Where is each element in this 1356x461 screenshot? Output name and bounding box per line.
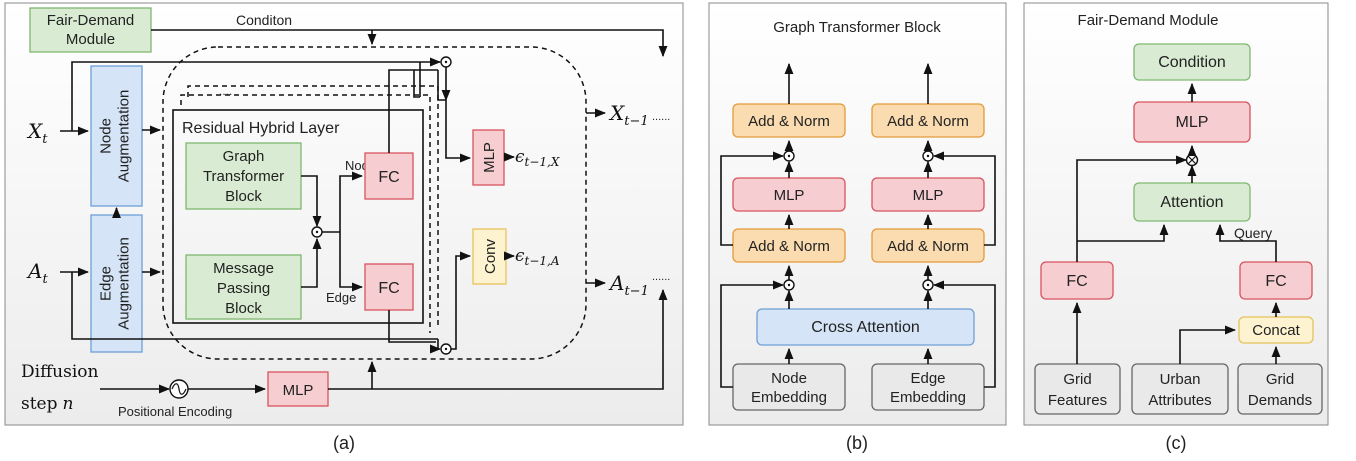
a-residual-line (71, 272, 438, 340)
to-conv-arrow (451, 251, 472, 350)
mlp-left-label: MLP (774, 187, 805, 204)
svg-text:Node: Node (98, 118, 115, 154)
query-label: Query (1234, 225, 1272, 241)
condition-arrow (151, 29, 668, 58)
mlp-x-box (472, 129, 505, 186)
svg-text:Augmentation: Augmentation (116, 90, 133, 183)
edge-augmentation-box (90, 214, 143, 353)
graph-transformer-block-box (185, 142, 302, 210)
mlp-x-label: MLP (481, 142, 498, 173)
add-norm-bottom-left-label: Add & Norm (748, 238, 830, 255)
conv-box (472, 228, 507, 285)
grid-demands-box (1237, 363, 1323, 415)
cross-attention-label: Cross Attention (811, 319, 920, 336)
condition-label: Conditon (236, 12, 292, 28)
svg-text:Augmentation: Augmentation (116, 237, 133, 330)
stacked-layer-3 (187, 85, 439, 326)
mlp-step-box (267, 371, 329, 407)
fdm-title: Fair-Demand Module (1078, 12, 1219, 29)
output-x: Xt−1 (608, 101, 649, 129)
grid-demands-label-1: Grid (1266, 371, 1294, 388)
mpb-to-sum-arrow (301, 237, 322, 288)
add-norm-top-right-label: Add & Norm (887, 113, 969, 130)
layer-dots: .... (219, 84, 232, 98)
sum-to-fc-edge-arrow (339, 232, 364, 292)
fc-node-box (364, 152, 414, 200)
x-residual-line (71, 61, 430, 131)
panel-b-background (708, 2, 1007, 426)
to-mlp-arrow (445, 100, 472, 163)
input-x-t: Xt (26, 119, 48, 147)
positional-encoding-label: Positional Encoding (118, 404, 232, 419)
urban-attributes-label-2: Attributes (1148, 392, 1211, 409)
mpb-label-2: Passing (217, 280, 270, 297)
fair-demand-module-box (29, 7, 152, 53)
output-a: At−1 (608, 271, 649, 299)
panel-a: .... Residual Hybrid Layer Fair-Demand M… (4, 2, 684, 453)
caption-c: (c) (1166, 433, 1187, 453)
edge-embedding-label-1: Edge (910, 370, 945, 387)
fc-c-left-label: FC (1066, 273, 1087, 290)
edge-embedding-label-2: Embedding (890, 389, 966, 406)
gtb-label-2: Transformer (203, 168, 284, 185)
node-augmentation-box (90, 65, 143, 207)
condition-box (1133, 43, 1251, 81)
fair-demand-label-2: Module (66, 31, 115, 48)
message-passing-block-box (185, 254, 302, 320)
mpb-label-1: Message (213, 260, 274, 277)
svg-text:Edge: Edge (98, 266, 115, 301)
fair-demand-label-1: Fair-Demand (47, 12, 135, 29)
grid-demands-label-2: Demands (1248, 392, 1312, 409)
fc-edge-out-line (388, 310, 436, 343)
conv-label: Conv (482, 238, 499, 274)
attention-label: Attention (1160, 194, 1223, 211)
cross-attention-box (756, 308, 975, 346)
condition-box-label: Condition (1158, 54, 1226, 71)
fc-c-right-label: FC (1265, 273, 1286, 290)
panel-b: Graph Transformer Block Add & Norm MLP A… (708, 2, 1007, 453)
node-embedding-label-1: Node (771, 370, 807, 387)
edge-augmentation-label: Edge Augmentation (98, 237, 133, 330)
grid-features-label-2: Features (1048, 392, 1107, 409)
urban-attributes-label-1: Urban (1160, 371, 1201, 388)
sum-to-fc-node-arrow (339, 171, 364, 232)
fc-edge-box (364, 263, 414, 311)
diffusion-label: Diffusion (21, 362, 98, 382)
eps-x-label: ϵt−1,X (515, 147, 560, 169)
mlp-step-label: MLP (283, 382, 314, 399)
mpb-label-3: Block (225, 300, 262, 317)
a-out-dots: ...... (652, 271, 670, 283)
stacked-layer-2 (180, 94, 431, 333)
edge-route-label: Edge (326, 290, 356, 305)
concat-label: Concat (1252, 322, 1300, 339)
fc-node-label: FC (378, 169, 399, 186)
mlp-c-label: MLP (1176, 114, 1209, 131)
add-norm-top-left-label: Add & Norm (748, 113, 830, 130)
add-norm-bottom-right-label: Add & Norm (887, 238, 969, 255)
gtb-to-sum-arrow (301, 175, 322, 228)
panel-c: Fair-Demand Module Condition MLP Attenti… (1023, 2, 1329, 453)
gtb-title: Graph Transformer Block (773, 19, 941, 36)
residual-hybrid-layer-label: Residual Hybrid Layer (182, 120, 340, 137)
input-a-t: At (26, 259, 48, 287)
gtb-label-1: Graph (223, 148, 265, 165)
gtb-label-3: Block (225, 188, 262, 205)
grid-features-label-1: Grid (1063, 371, 1091, 388)
step-embedding-arrow (328, 288, 668, 390)
residual-hybrid-layer (172, 109, 424, 324)
mlp-right-label: MLP (913, 187, 944, 204)
dashed-layer-region (162, 46, 587, 360)
node-augmentation-label: Node Augmentation (98, 90, 133, 183)
node-embedding-label-2: Embedding (751, 389, 827, 406)
eps-a-label: ϵt−1,A (515, 246, 560, 268)
x-out-dots: ...... (652, 111, 670, 123)
caption-a: (a) (333, 433, 355, 453)
fc-edge-label: FC (378, 280, 399, 297)
caption-b: (b) (846, 433, 868, 453)
